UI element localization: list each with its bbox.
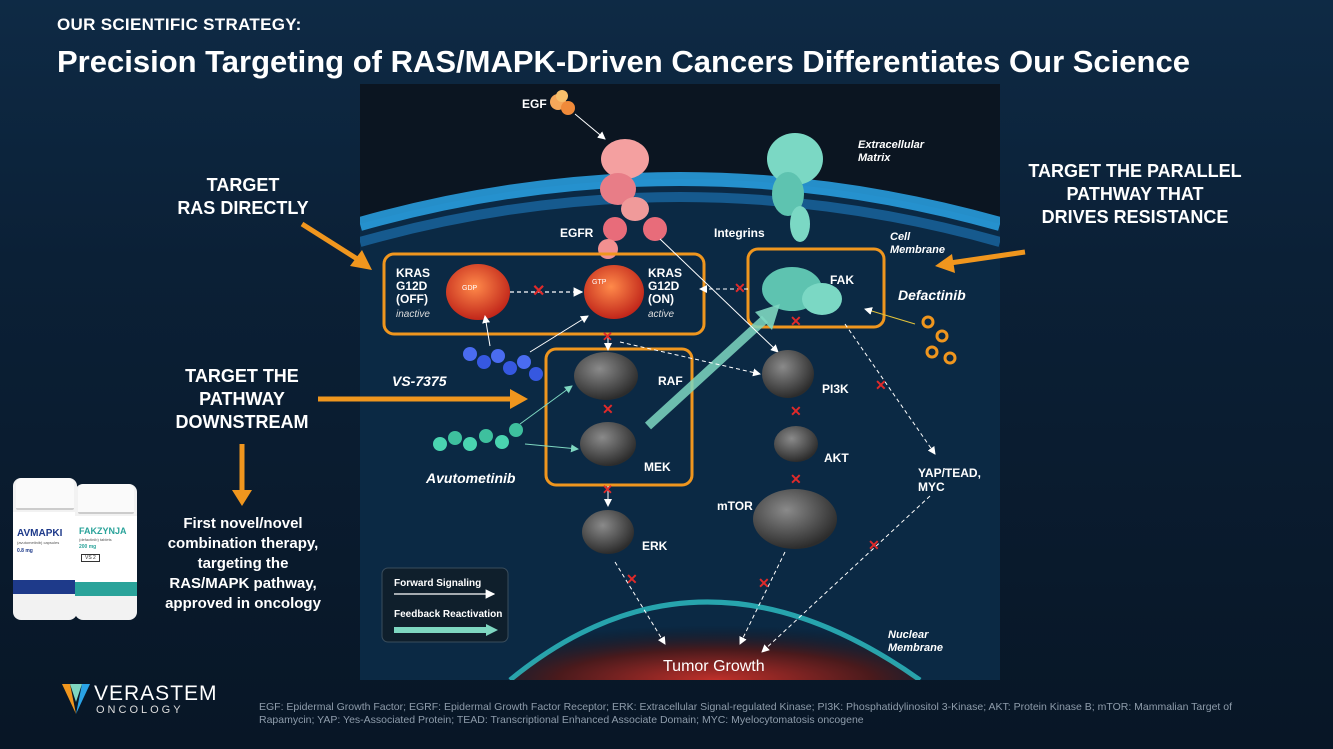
mtor-protein [753,489,837,549]
avmapki-bottle: AVMAPKI (avutometinib) capsules 0.8 mg [13,478,77,620]
verastem-v-icon [62,684,90,714]
label-egfr: EGFR [560,226,594,240]
mek-protein [580,422,636,466]
svg-text:✕: ✕ [790,313,802,329]
egf-protein [550,90,575,115]
svg-text:✕: ✕ [758,575,770,591]
label-kras-on-state: active [648,309,675,320]
label-akt: AKT [824,451,849,465]
kras-off-protein [446,264,510,320]
pathway-diagram: EGF EGFR Integrins Extracellular Matrix … [360,84,1000,680]
avmapki-generic: (avutometinib) capsules [17,540,60,545]
verastem-logo: VERASTEM ONCOLOGY [60,682,217,721]
callout-target-ras: TARGET RAS DIRECTLY [177,175,309,218]
defactinib-molecule [921,315,957,365]
bottle-cap [78,484,134,514]
avmapki-dose: 0.8 mg [17,548,33,554]
bottle-label: FAKZYNJA (defactinib) tablets 200 mg VS … [75,516,137,596]
vs7375-molecule [463,347,543,381]
inhibition-mark: ✕ [532,283,545,300]
callout-target-parallel: TARGET THE PARALLEL PATHWAY THAT DRIVES … [1028,161,1242,227]
egfr-receptor [598,139,667,259]
svg-text:✕: ✕ [602,329,613,344]
erk-protein [582,510,634,554]
raf-protein [574,352,638,400]
svg-text:✕: ✕ [602,482,613,497]
kras-target-box [382,252,706,336]
label-mtor: mTOR [717,499,753,513]
label-raf: RAF [658,374,683,388]
page-title: Precision Targeting of RAS/MAPK-Driven C… [57,44,1190,79]
svg-text:GTP: GTP [592,279,607,286]
legend-forward-label: Forward Signaling [394,578,481,589]
logo-sub: ONCOLOGY [96,704,184,716]
fak-target-box [746,247,886,329]
label-mek: MEK [644,460,671,474]
label-egf: EGF [522,97,547,111]
arrow-to-kras [300,221,364,265]
cell-membrane [360,172,1000,231]
label-extracellular-matrix: Extracellular Matrix [858,139,927,164]
nuclear-membrane [508,599,922,680]
fakzynja-badge: VS 2 [81,554,100,562]
label-defactinib: Defactinib [898,287,966,303]
svg-text:✕: ✕ [734,280,746,296]
feedback-arrow [644,315,769,430]
label-pi3k: PI3K [822,382,849,396]
fakzynja-generic: (defactinib) tablets [79,537,112,542]
legend-box [381,567,509,643]
avmapki-name: AVMAPKI [17,528,63,539]
approval-note: First novel/novel combination therapy, t… [165,515,321,612]
legend-feedback-label: Feedback Reactivation [394,609,502,620]
eyebrow-heading: OUR SCIENTIFIC STRATEGY: [57,15,302,34]
svg-text:GDP: GDP [462,285,478,292]
fakzynja-dose: 200 mg [79,544,97,550]
label-vs7375: VS-7375 [392,373,447,389]
label-fak: FAK [830,273,854,287]
label-avutometinib: Avutometinib [425,470,516,486]
svg-text:✕: ✕ [868,537,880,553]
svg-text:✕: ✕ [790,471,802,487]
svg-text:✕: ✕ [790,403,802,419]
label-tumor-growth: Tumor Growth [663,658,765,675]
svg-text:✕: ✕ [875,377,887,393]
svg-text:✕: ✕ [602,401,614,417]
bottle-label: AVMAPKI (avutometinib) capsules 0.8 mg [13,512,77,594]
logo-name: VERASTEM [94,682,218,705]
svg-text:✕: ✕ [626,571,638,587]
label-integrins: Integrins [714,226,765,240]
akt-protein [774,426,818,462]
label-cell-membrane: Cell Membrane [890,231,945,256]
integrin-receptor [767,133,823,242]
label-yap-tead-myc: YAP/TEAD,MYC [918,466,981,494]
label-erk: ERK [642,539,668,553]
pi3k-protein [762,350,814,398]
label-kras-off-state: inactive [396,309,430,320]
abbreviations-footnote: EGF: Epidermal Growth Factor; EGRF: Epid… [259,701,1233,726]
callout-target-downstream: TARGET THE PATHWAY DOWNSTREAM [175,366,309,432]
fakzynja-bottle: FAKZYNJA (defactinib) tablets 200 mg VS … [75,484,137,620]
avutometinib-molecule [433,423,523,451]
fakzynja-name: FAKZYNJA [79,526,127,536]
kras-on-protein [584,265,644,319]
bottle-cap [16,478,74,510]
arrow-to-fak [949,249,1026,266]
raf-mek-target-box [544,347,694,487]
